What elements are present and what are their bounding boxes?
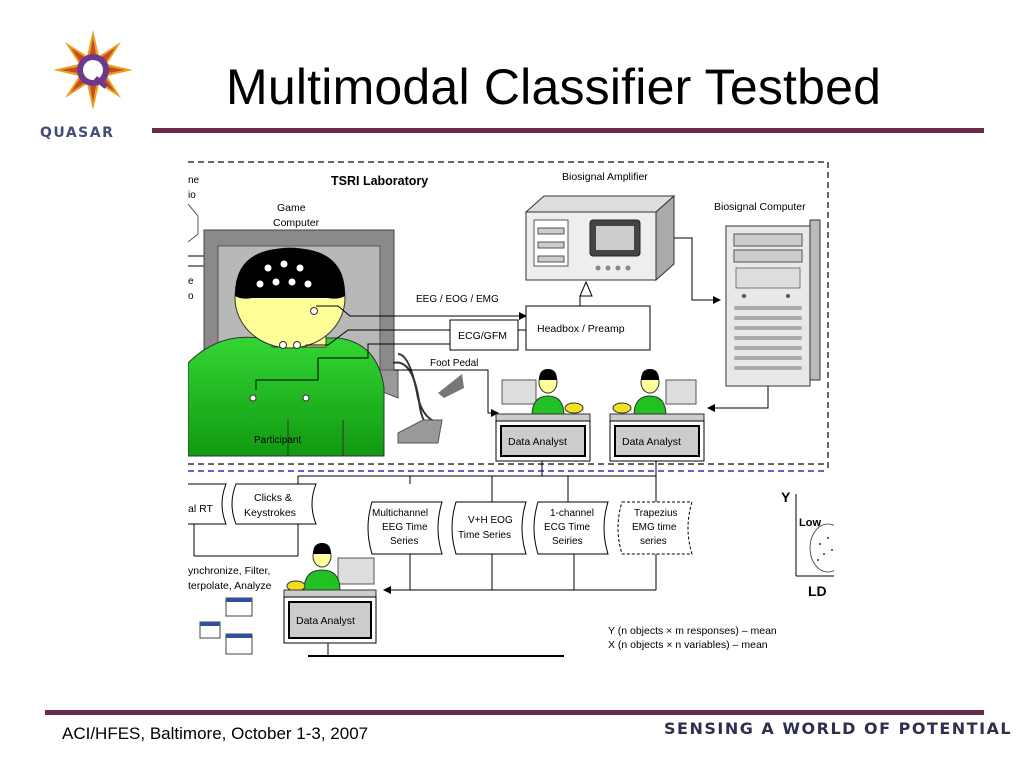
series-scroll-3 [533, 501, 609, 555]
game-computer-1: Game [277, 202, 306, 214]
rt-scroll [188, 483, 227, 525]
foot-pedal [397, 419, 443, 444]
plot-ld-label: LD [808, 583, 827, 599]
participant-label: Participant [254, 435, 301, 446]
analyst-1-label: Data Analyst [508, 436, 567, 448]
biosignal-computer [725, 219, 821, 387]
series-4-line-3: series [640, 536, 667, 547]
analyst-2-label: Data Analyst [622, 436, 681, 448]
sync-line-2: terpolate, Analyze [188, 580, 272, 592]
series-1-line-2: EEG Time [382, 522, 428, 533]
participant-figure: Participant [188, 247, 385, 457]
left-cut-4: o [188, 291, 194, 302]
logo-text: QUASAR [40, 125, 115, 141]
series-3-line-2: ECG Time [544, 522, 591, 533]
series-4-line-1: Trapezius [634, 508, 678, 519]
game-computer-2: Computer [273, 217, 320, 229]
clicks-label-2: Keystrokes [244, 507, 296, 519]
plot-y-label: Y [781, 489, 791, 505]
ecg-gfm-label: ECG/GFM [458, 330, 507, 342]
eeg-label: EEG / EOG / EMG [416, 294, 499, 305]
series-3-line-1: 1-channel [550, 508, 594, 519]
analyst-3-label: Data Analyst [296, 615, 355, 627]
title-rule [152, 128, 984, 133]
series-3-line-3: Seiries [552, 536, 583, 547]
series-scroll-4 [617, 501, 693, 555]
left-cut-3: e [188, 276, 194, 287]
left-cut-2: io [188, 190, 196, 201]
y-description: Y (n objects × m responses) – mean [608, 625, 777, 637]
series-4-line-2: EMG time [632, 522, 677, 533]
lab-title: TSRI Laboratory [331, 174, 428, 188]
x-description: X (n objects × n variables) – mean [608, 639, 768, 651]
data-analyst-2: Data Analyst [609, 369, 705, 462]
series-1-line-1: Multichannel [372, 508, 428, 519]
footer-tagline: SENSING A WORLD OF POTENTIAL [664, 719, 1013, 738]
slide-title: Multimodal Classifier Testbed [226, 59, 882, 115]
lab-border [188, 161, 829, 468]
series-2-line-2: Time Series [458, 530, 511, 541]
biosignal-amplifier [524, 194, 676, 282]
headbox-box [525, 305, 651, 351]
quasar-logo [53, 30, 133, 110]
ecg-gfm-box [449, 319, 519, 351]
data-analyst-3: Data Analyst [283, 543, 377, 644]
series-2-line-1: V+H EOG [468, 515, 513, 526]
rt-label: al RT [188, 503, 213, 515]
plot-low-label: Low [799, 517, 821, 529]
computer-label: Biosignal Computer [714, 201, 806, 213]
testbed-diagram: TSRI Laboratory Biosignal Amplifier Bios… [188, 161, 834, 657]
foot-pedal-label: Foot Pedal [430, 358, 478, 369]
sync-line-1: ynchronize, Filter, [188, 565, 270, 577]
clicks-label-1: Clicks & [254, 492, 292, 504]
left-cut-1: ne [188, 175, 200, 186]
window-icons [199, 597, 253, 655]
headbox-label: Headbox / Preamp [537, 323, 625, 335]
clicks-scroll [231, 483, 317, 525]
footer-conference: ACI/HFES, Baltimore, October 1-3, 2007 [62, 724, 369, 743]
series-scroll-1 [367, 501, 443, 555]
amp-label: Biosignal Amplifier [562, 171, 648, 183]
footer-rule [45, 710, 984, 715]
data-analyst-1: Data Analyst [495, 369, 591, 462]
series-scroll-2 [451, 501, 527, 555]
series-1-line-3: Series [390, 536, 418, 547]
